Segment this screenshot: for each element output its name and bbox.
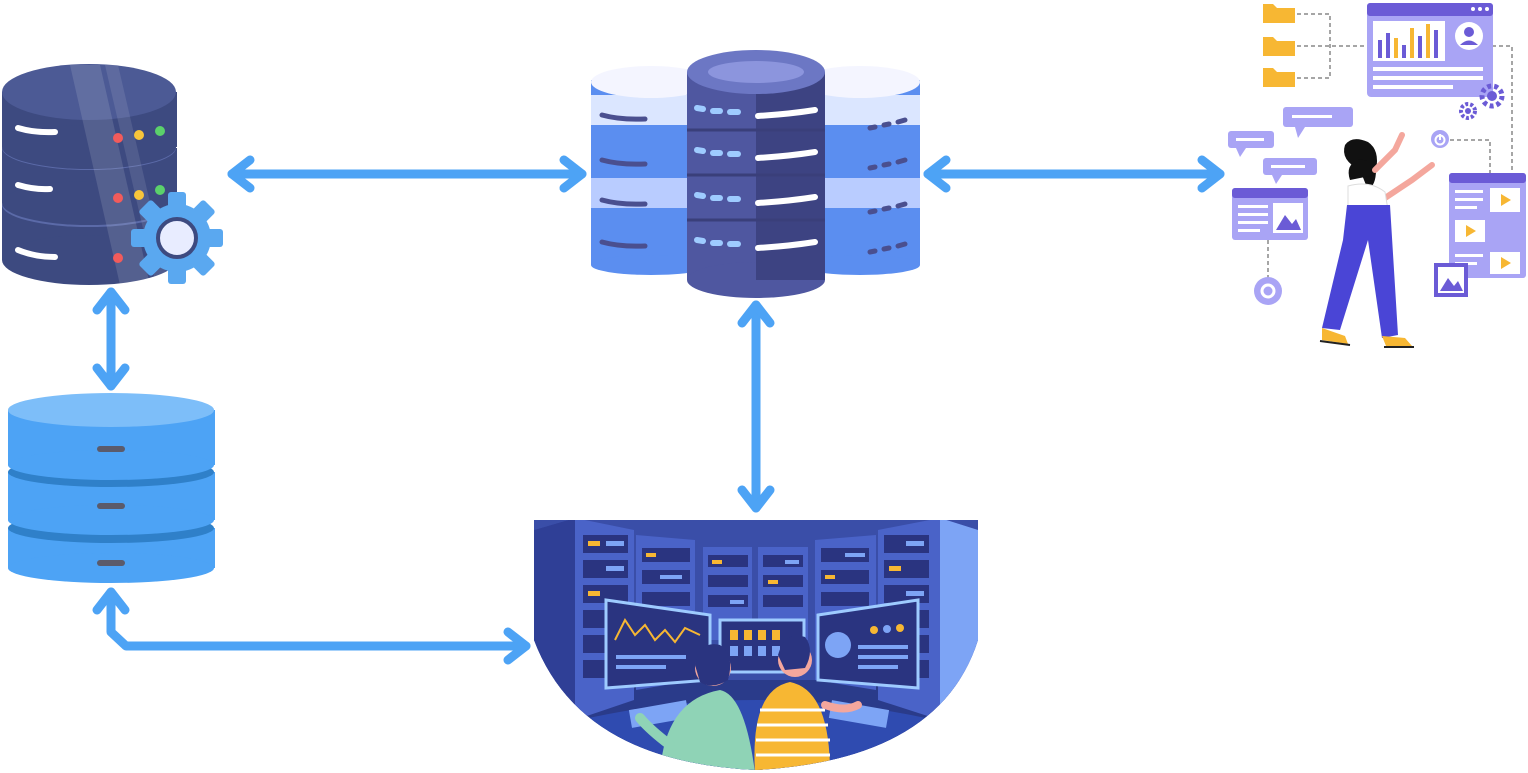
image-icon [1434, 263, 1468, 297]
database-gear-icon [2, 64, 223, 285]
chat-bubble-icon [1228, 107, 1353, 184]
image-window [1232, 188, 1308, 240]
arrow-head [92, 587, 130, 615]
arrow-head [1197, 155, 1225, 193]
config-database-node[interactable] [2, 64, 223, 285]
power-icon [1431, 130, 1449, 148]
arrow-head [503, 627, 531, 665]
arrow-head [559, 155, 587, 193]
server-room-operators-icon [534, 520, 978, 770]
analytics-user-node[interactable] [1228, 3, 1526, 348]
central-database-cluster-node[interactable] [591, 50, 920, 298]
database-cluster-icon [591, 50, 920, 298]
arrow-head [227, 155, 255, 193]
arrow-head [92, 363, 130, 391]
person-figure [1319, 132, 1435, 348]
operator-left [635, 644, 755, 770]
connections [92, 155, 1225, 665]
control-room-node[interactable] [534, 518, 978, 773]
arrow-storage-database-to-control-room [106, 587, 531, 651]
storage-database-node[interactable] [8, 393, 215, 583]
small-gear-icon [1254, 277, 1282, 305]
folder-icon [1263, 4, 1295, 87]
arrow-head [92, 287, 130, 315]
arrow-head [923, 155, 951, 193]
arrow-head [737, 300, 775, 328]
dashboard-user-icon [1228, 3, 1526, 348]
video-list-window [1449, 173, 1526, 278]
operator-right [754, 635, 862, 770]
arrow-head [737, 485, 775, 513]
settings-gear-icon [1459, 83, 1505, 120]
database-icon [8, 393, 215, 583]
gear-icon [131, 192, 223, 284]
dashboard-window [1367, 3, 1493, 97]
